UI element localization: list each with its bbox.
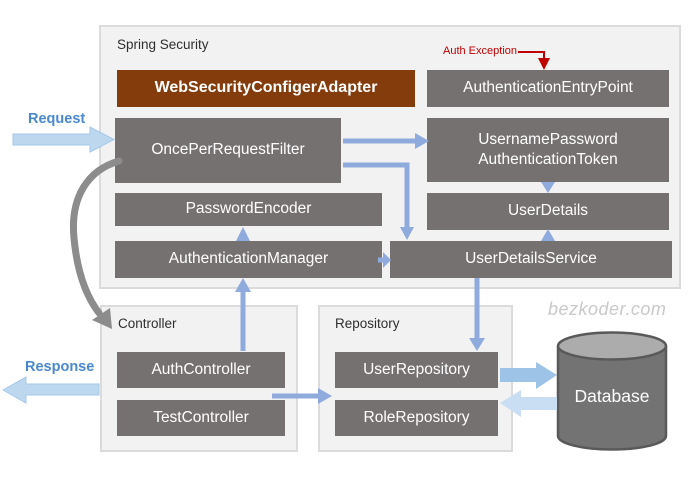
once-per-request-filter-box: OncePerRequestFilter <box>115 118 341 183</box>
once-per-request-filter-label: OncePerRequestFilter <box>151 141 305 159</box>
password-encoder-label: PasswordEncoder <box>185 200 312 218</box>
user-details-service-box: UserDetailsService <box>390 241 672 278</box>
database-cylinder: Database <box>556 330 668 452</box>
user-details-box: UserDetails <box>427 193 669 230</box>
database-label: Database <box>574 386 650 406</box>
watermark: bezkoder.com <box>548 299 667 319</box>
controller-title: Controller <box>118 316 177 331</box>
authentication-manager-box: AuthenticationManager <box>115 241 382 278</box>
request-label: Request <box>28 111 86 127</box>
authentication-entry-point-box: AuthenticationEntryPoint <box>427 70 669 107</box>
web-security-configer-adapter-box: WebSecurityConfigerAdapter <box>117 70 415 107</box>
authentication-entry-point-label: AuthenticationEntryPoint <box>463 79 633 97</box>
password-encoder-box: PasswordEncoder <box>115 193 382 226</box>
role-repository-label: RoleRepository <box>363 408 470 426</box>
username-password-token-line2: AuthenticationToken <box>478 151 618 168</box>
auth-controller-label: AuthController <box>151 360 251 378</box>
test-controller-box: TestController <box>117 400 285 436</box>
user-repository-box: UserRepository <box>335 352 498 388</box>
repository-title: Repository <box>335 316 400 331</box>
auth-controller-box: AuthController <box>117 352 285 388</box>
web-security-configer-adapter-label: WebSecurityConfigerAdapter <box>154 79 378 97</box>
response-label: Response <box>25 359 95 375</box>
spring-security-title: Spring Security <box>117 37 209 52</box>
test-controller-label: TestController <box>153 408 249 426</box>
user-details-label: UserDetails <box>507 202 589 220</box>
response-arrow <box>1 376 100 404</box>
database-icon <box>556 331 668 451</box>
username-password-token-line1: UsernamePassword <box>478 130 618 148</box>
user-details-service-label: UserDetailsService <box>465 250 597 268</box>
username-password-authentication-token-box: UsernamePassword AuthenticationToken <box>427 118 669 182</box>
auth-exception-label: Auth Exception <box>443 45 517 57</box>
authentication-manager-label: AuthenticationManager <box>168 250 329 268</box>
role-repository-box: RoleRepository <box>335 400 498 436</box>
user-repository-label: UserRepository <box>363 360 470 378</box>
